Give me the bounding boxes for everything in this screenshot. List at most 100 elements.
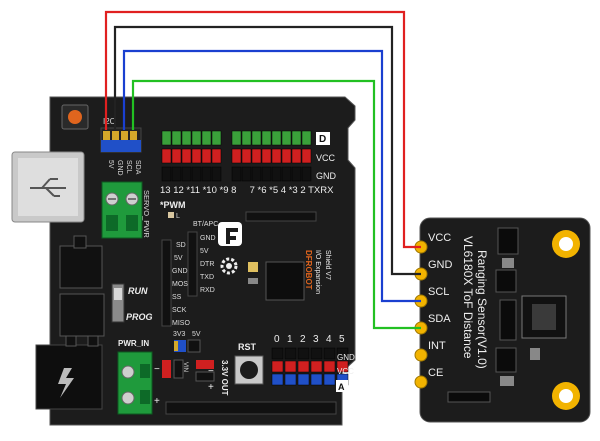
analog-row-gnd: GND <box>337 353 355 362</box>
analog-pin <box>310 373 323 386</box>
sensor-pin-gnd: GND <box>428 259 453 271</box>
xbee-label-rxd: RXD <box>200 287 215 294</box>
pwm-label: *PWM <box>160 200 186 210</box>
digital-pin <box>171 148 182 164</box>
rst-button <box>234 355 264 385</box>
spi-label-miso: MISO <box>172 320 190 327</box>
usb-icon <box>30 178 66 197</box>
analog-pin <box>323 347 336 360</box>
digital-pin <box>251 130 262 146</box>
digital-pin <box>301 130 312 146</box>
xbee-label-txd: TXD <box>200 274 214 281</box>
analog-pin <box>310 347 323 360</box>
wire-gnd-to-gnd <box>113 25 421 276</box>
analog-pin <box>336 360 349 373</box>
digital-pin <box>281 148 292 164</box>
wire-scl-to-scl <box>122 49 421 303</box>
label-3v3: 3V3 <box>173 331 186 338</box>
xbee-header: GND 5V DTR TXD RXD <box>187 231 216 297</box>
l-led-label: L <box>176 213 180 220</box>
plus-symbol: + <box>154 396 160 407</box>
digital-pin <box>201 166 212 182</box>
analog-row-a: A <box>338 382 345 392</box>
bt-apc-label: BT/APC <box>193 221 218 228</box>
digital-pin <box>241 130 252 146</box>
sensor-pin-scl: SCL <box>428 286 449 298</box>
analog-num-0: 0 <box>274 334 280 345</box>
analog-pin <box>310 360 323 373</box>
digital-pin <box>171 130 182 146</box>
gear-icon <box>220 257 238 275</box>
wires <box>104 10 421 330</box>
minus-small: − <box>208 366 214 377</box>
xbee-label-dtr: DTR <box>200 261 214 268</box>
row-label-d-text: D <box>319 134 326 145</box>
row-label-gnd: GND <box>316 171 337 181</box>
digital-pin <box>301 166 312 182</box>
sensor-subtitle: Ranging Sensor(V1.0) <box>475 250 489 369</box>
digital-pin <box>231 166 242 182</box>
analog-pin <box>297 373 310 386</box>
digital-pin <box>231 148 242 164</box>
digital-pin <box>201 130 212 146</box>
label-vin: VIN <box>182 362 188 372</box>
analog-pin <box>323 360 336 373</box>
digital-pin <box>201 148 212 164</box>
dc-jack <box>35 344 103 410</box>
expansion-subtitle: I/O Expansion <box>314 250 321 294</box>
spi-label-gnd: GND <box>172 268 188 275</box>
rst-label: RST <box>238 342 257 352</box>
sensor-pin-vcc: VCC <box>428 232 451 244</box>
prog-label: PROG <box>126 312 153 322</box>
digital-pin <box>241 166 252 182</box>
analog-pin <box>284 373 297 386</box>
digital-pin <box>261 130 272 146</box>
digital-header <box>161 130 312 182</box>
servo-power-terminal <box>101 181 143 239</box>
bottom-header <box>165 401 337 415</box>
digital-pin <box>261 148 272 164</box>
analog-pin <box>323 373 336 386</box>
analog-row-vcc: VCC <box>337 367 354 376</box>
digital-pin <box>271 130 282 146</box>
spi-label-5v: 5V <box>174 255 183 262</box>
analog-pin <box>271 360 284 373</box>
i2c-title: I2C <box>103 117 116 126</box>
analog-pin <box>271 347 284 360</box>
sensor-pin-int: INT <box>428 340 446 352</box>
analog-pin <box>297 360 310 373</box>
digital-pin <box>271 148 282 164</box>
i2c-header: I2C 5V GND SCL SDA <box>100 117 142 176</box>
digital-pin <box>271 166 282 182</box>
i2c-pin-gnd: GND <box>116 160 123 176</box>
digital-pin <box>301 148 312 164</box>
power-in-terminal <box>117 351 153 415</box>
analog-num-1: 1 <box>287 334 293 345</box>
digital-pin <box>161 130 172 146</box>
minus-symbol: − <box>154 364 160 375</box>
analog-pin <box>284 347 297 360</box>
out-label: 3.3V OUT <box>220 360 229 396</box>
i2c-pin-scl: SCL <box>125 160 132 174</box>
digital-pin <box>281 166 292 182</box>
digital-pin <box>171 166 182 182</box>
expansion-brand: DFROBOT <box>304 250 313 290</box>
analog-header <box>271 347 349 386</box>
wire-5v-to-vcc <box>104 10 421 249</box>
digital-pin <box>241 148 252 164</box>
spi-label-sck: SCK <box>172 307 187 314</box>
digital-pin <box>161 148 172 164</box>
digital-pin <box>211 166 222 182</box>
digital-pin <box>231 130 242 146</box>
analog-pin <box>336 347 349 360</box>
vl6180x-sensor-board: VCC GND SCL SDA INT CE VL6180X ToF Dista… <box>414 217 591 423</box>
plus-small: + <box>208 382 214 393</box>
label-5v: 5V <box>192 331 201 338</box>
digital-pin <box>191 148 202 164</box>
sensor-pin-pad <box>414 375 428 389</box>
i2c-pin-5v: 5V <box>107 160 114 169</box>
reset-button-top <box>68 110 82 124</box>
xbee-label-5v: 5V <box>200 248 209 255</box>
digital-pin <box>211 148 222 164</box>
